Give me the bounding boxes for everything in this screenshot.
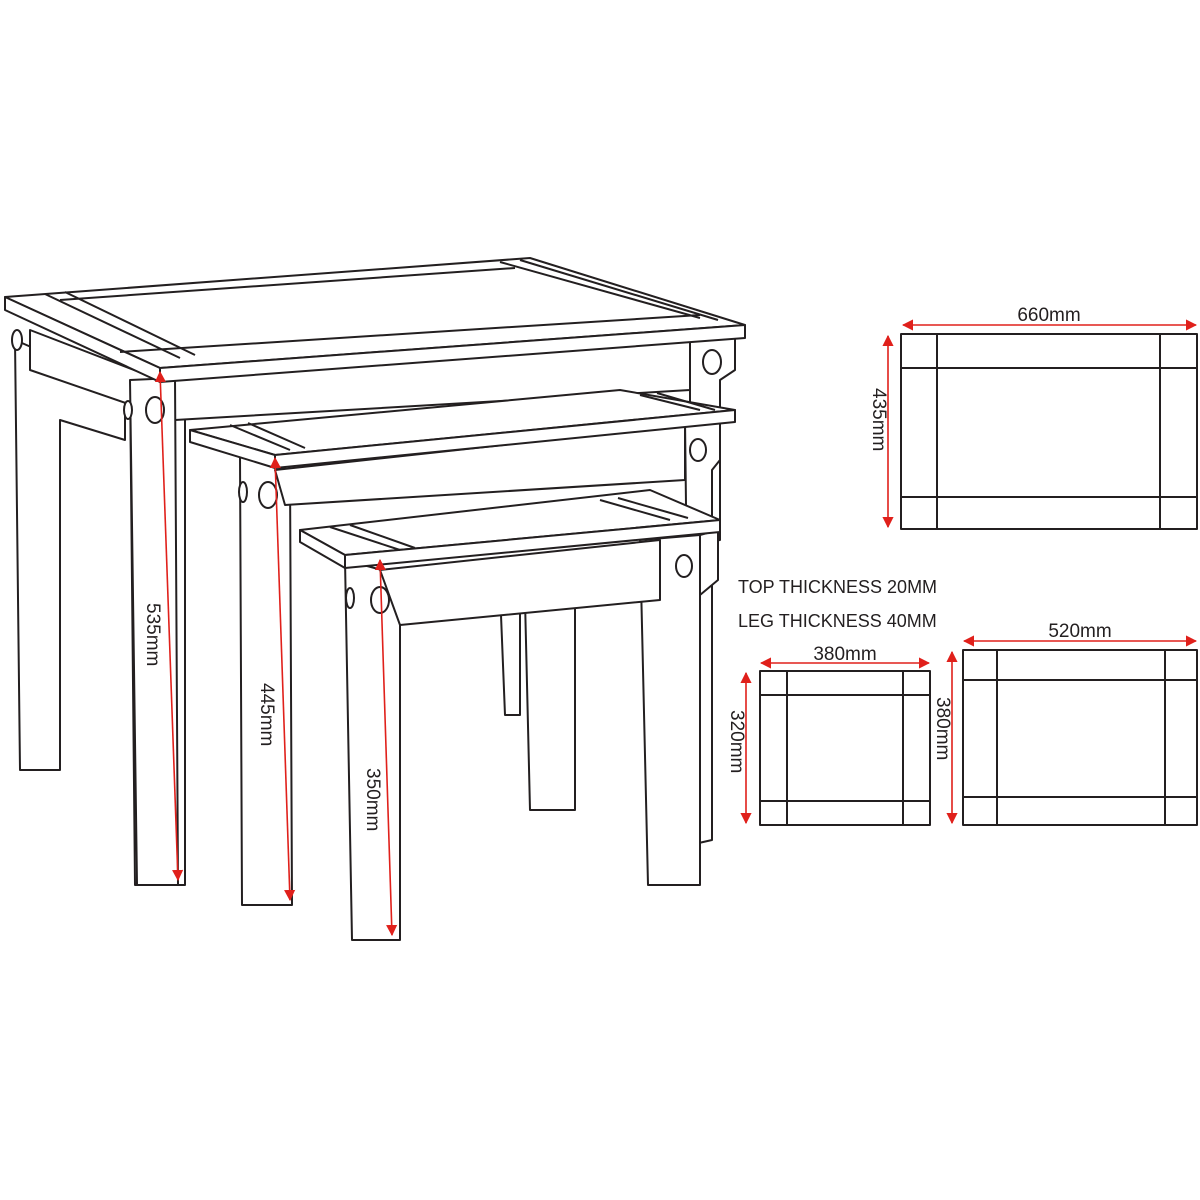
- large-table-plan: 660mm 435mm: [868, 305, 1198, 530]
- medium-width-label: 520mm: [1048, 621, 1111, 642]
- leg-thickness-note: LEG THICKNESS 40MM: [738, 611, 937, 631]
- large-width-label: 660mm: [1017, 305, 1080, 326]
- medium-height-label: 445mm: [256, 683, 277, 746]
- height-dimensions: 535mm 445mm 350mm: [142, 370, 398, 937]
- medium-table-plan: 520mm 380mm: [932, 621, 1198, 826]
- top-thickness-note: TOP THICKNESS 20MM: [738, 577, 937, 597]
- small-depth-label: 320mm: [726, 710, 747, 773]
- large-height-arrow: [154, 370, 184, 882]
- medium-height-arrow: [269, 456, 296, 902]
- small-table-plan: 380mm 320mm: [726, 644, 931, 826]
- small-table-drawing: [299, 489, 721, 941]
- small-height-arrow: [374, 558, 398, 937]
- large-depth-label: 435mm: [868, 388, 889, 451]
- large-height-label: 535mm: [142, 603, 163, 666]
- small-height-label: 350mm: [362, 768, 383, 831]
- medium-depth-label: 380mm: [932, 697, 953, 760]
- small-width-label: 380mm: [813, 644, 876, 665]
